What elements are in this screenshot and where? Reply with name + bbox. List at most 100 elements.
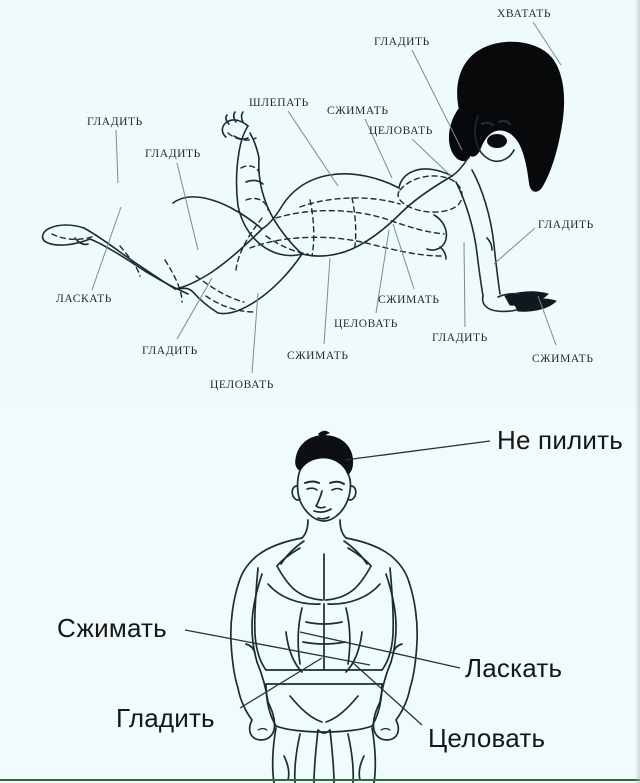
body-zone-label[interactable]: СЖИМАТЬ — [327, 105, 389, 117]
abs-line-1 — [305, 621, 343, 625]
briefs-hem — [275, 725, 373, 733]
body-zone-label[interactable]: ХВАТАТЬ — [497, 8, 552, 20]
eye-left — [480, 121, 495, 127]
lower-leg-thigh-bottom — [217, 253, 303, 315]
body-zone-label[interactable]: Не пилить — [497, 425, 624, 455]
shoulder-right — [345, 537, 410, 583]
body-zone-label[interactable]: ЦЕЛОВАТЬ — [334, 318, 398, 330]
lower-foot-arch — [74, 237, 89, 246]
front-contour — [301, 175, 453, 257]
arm-outer-left — [229, 581, 240, 689]
head-outline — [296, 469, 352, 522]
body-zone-label[interactable]: Сжимать — [57, 613, 167, 643]
trap-left — [280, 540, 305, 565]
breast — [426, 214, 448, 251]
eyebrow-right — [329, 480, 345, 485]
zone-back-upper — [299, 197, 401, 208]
leader-line — [239, 657, 323, 709]
clavicle-right — [347, 547, 372, 567]
body-zone-label[interactable]: СЖИМАТЬ — [532, 353, 594, 365]
zone-knee-lower — [205, 295, 255, 313]
toe-1 — [225, 114, 230, 125]
abs-left-edge — [297, 607, 303, 665]
nose — [315, 490, 326, 509]
zone-inner-thigh — [265, 235, 309, 255]
body-zone-label[interactable]: СЖИМАТЬ — [378, 294, 440, 306]
zone-shin-upper — [240, 165, 260, 173]
leg-right-outer — [371, 727, 377, 783]
thigh-muscle-right — [347, 733, 355, 783]
body-zone-label[interactable]: Гладить — [116, 703, 215, 733]
crotch-v — [317, 729, 331, 734]
leader-line — [411, 138, 452, 177]
lower-leg-knee — [174, 287, 219, 314]
briefs-crease-right — [325, 695, 359, 723]
zone-leg-band-1 — [164, 259, 183, 303]
top-leader-lines — [91, 21, 562, 374]
zone-calf — [195, 275, 245, 303]
zone-waist — [275, 209, 445, 235]
zone-leg-band-2 — [119, 245, 141, 277]
knuckle-right — [380, 727, 391, 731]
leader-line — [375, 229, 390, 314]
leader-line — [287, 110, 339, 187]
pec-under-left — [267, 583, 321, 605]
leader-line — [176, 277, 213, 340]
back-contour — [261, 173, 400, 230]
abs-line-2 — [302, 641, 346, 645]
man-figure-illustration — [184, 430, 491, 783]
face-outline — [474, 115, 515, 162]
leader-line — [392, 223, 415, 290]
hair-tuft — [318, 430, 330, 439]
body-zone-label[interactable]: СЖИМАТЬ — [287, 350, 349, 362]
zone-foot-upper — [227, 132, 257, 141]
hand-right — [372, 701, 400, 741]
zone-hip-v1 — [309, 199, 315, 257]
trap-right — [343, 540, 368, 565]
pec-under-right — [327, 583, 381, 605]
body-zone-label[interactable]: ЦЕЛОВАТЬ — [210, 379, 274, 391]
shoulder-upper — [398, 168, 453, 189]
zone-foot-lower — [51, 233, 97, 241]
body-zone-label[interactable]: Целовать — [428, 723, 546, 753]
shoulder-left — [238, 537, 303, 583]
body-zone-label[interactable]: ШЛЕПАТЬ — [249, 97, 309, 109]
leg-right-inner — [329, 729, 335, 783]
toe-2 — [232, 111, 237, 123]
clavicle-left — [276, 547, 301, 567]
bottom-leader-lines — [184, 440, 491, 726]
abs-right-edge — [345, 607, 351, 665]
body-zone-label[interactable]: ЦЕЛОВАТЬ — [369, 125, 433, 137]
leader-line — [463, 241, 466, 328]
pec-left — [276, 565, 323, 601]
leg-left-inner — [313, 729, 319, 783]
body-zone-label[interactable]: ГЛАДИТЬ — [87, 116, 143, 128]
breast-crease — [439, 246, 447, 260]
body-zone-label[interactable]: ГЛАДИТЬ — [145, 148, 201, 160]
hand-left — [248, 701, 276, 741]
lower-foot — [41, 224, 91, 246]
leg-left-outer — [271, 727, 277, 783]
bottom-rule — [0, 779, 640, 781]
upper-leg-shin-left — [249, 132, 260, 159]
pec-right — [325, 565, 372, 601]
body-zone-label[interactable]: ГЛАДИТЬ — [142, 345, 198, 357]
zone-hip-v2 — [351, 197, 357, 252]
knee-crease-upper — [245, 179, 264, 185]
elbow-crease — [486, 237, 493, 251]
arm-outer-right — [408, 581, 419, 689]
body-zone-label[interactable]: ГЛАДИТЬ — [374, 36, 430, 48]
knee-left — [283, 755, 290, 781]
lips — [487, 134, 507, 148]
eye-left — [306, 487, 318, 491]
briefs-left — [265, 683, 277, 727]
body-zone-label[interactable]: ГЛАДИТЬ — [538, 219, 594, 231]
zone-buttock — [235, 217, 263, 271]
hand-knuckles — [497, 292, 520, 298]
body-zone-label[interactable]: Ласкать — [465, 653, 563, 683]
briefs-crease-left — [289, 695, 323, 723]
body-zone-label[interactable]: ГЛАДИТЬ — [432, 332, 488, 344]
body-zone-label[interactable]: ЛАСКАТЬ — [56, 293, 112, 305]
